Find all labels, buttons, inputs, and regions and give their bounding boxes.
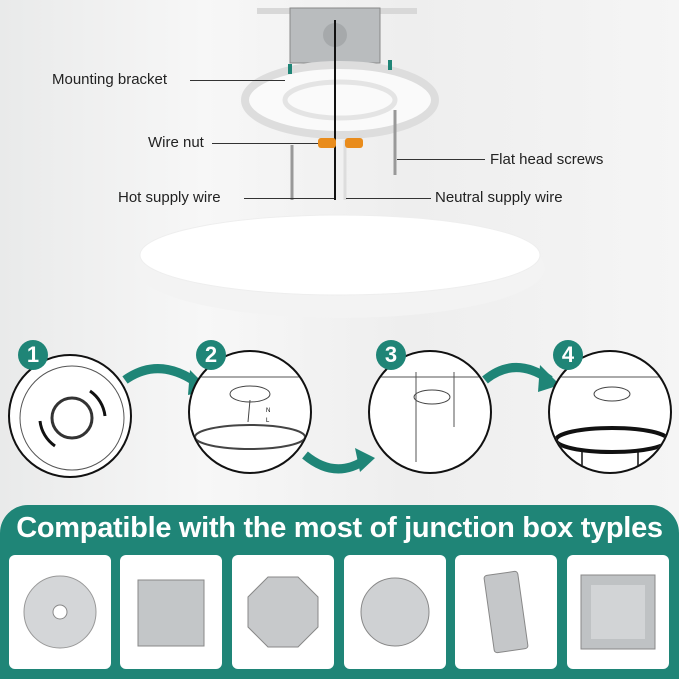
mounting-bracket-icon: [241, 61, 439, 139]
junction-box-card-square-deep: [120, 555, 222, 669]
ceiling-light-disk: [135, 214, 545, 318]
step-1-diagram: [8, 354, 132, 478]
step-4-diagram: [548, 350, 672, 474]
junction-box-card-round-weatherproof: [9, 555, 111, 669]
label-flat-head-screws: Flat head screws: [490, 151, 604, 168]
fixture-illustration: [135, 7, 545, 318]
leader-line: [244, 198, 334, 199]
step-number-2: 2: [196, 340, 226, 370]
label-hot-supply-wire: Hot supply wire: [118, 189, 221, 206]
compatibility-banner: [0, 505, 679, 679]
live-mark: L: [266, 418, 270, 424]
junction-box-card-round-pancake: [344, 555, 446, 669]
step-arrows: [122, 363, 560, 474]
label-mounting-bracket: Mounting bracket: [52, 71, 168, 88]
junction-box-card-octagon: [232, 555, 334, 669]
leader-line: [212, 143, 318, 144]
step-number-3: 3: [376, 340, 406, 370]
step-3-diagram: [368, 350, 492, 474]
label-wire-nut: Wire nut: [148, 134, 204, 151]
label-neutral-supply-wire: Neutral supply wire: [435, 189, 563, 206]
leader-line: [397, 159, 485, 160]
step-number-1: 1: [18, 340, 48, 370]
step-number-4: 4: [553, 340, 583, 370]
leader-line: [190, 80, 285, 81]
neutral-mark: N: [266, 408, 270, 414]
wire-nut-icon: [318, 138, 363, 148]
junction-box-card-square-4in: [567, 555, 669, 669]
banner-title: Compatible with the most of junction box…: [16, 512, 663, 544]
junction-box-card-handy-box: [455, 555, 557, 669]
leader-line: [346, 198, 431, 199]
